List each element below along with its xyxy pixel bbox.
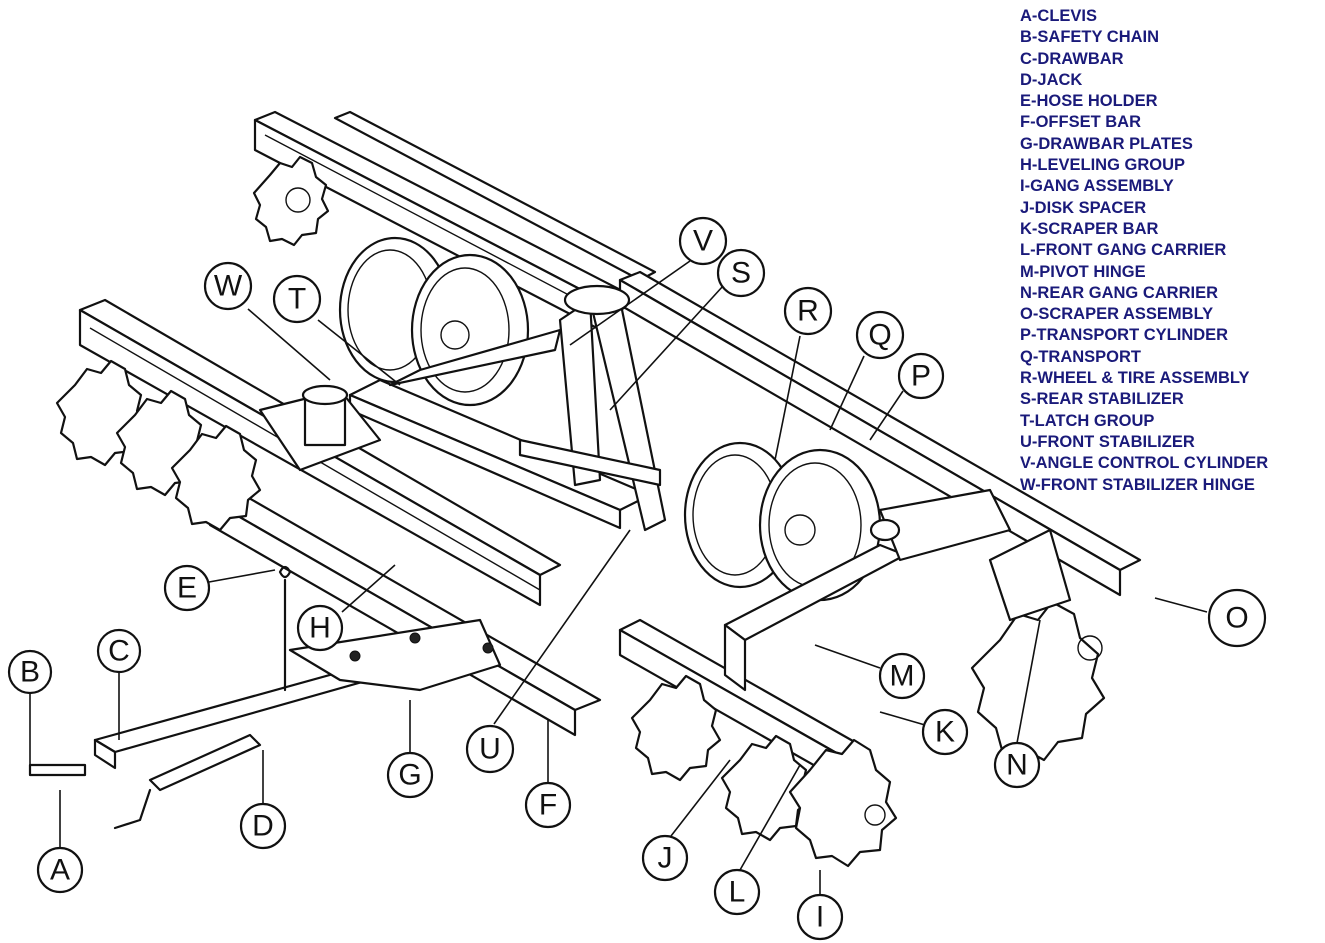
callout-S: S (716, 248, 766, 298)
legend-item: S-REAR STABILIZER (1020, 390, 1184, 409)
stabilizer-frame (348, 284, 667, 532)
svg-text:B: B (20, 656, 40, 689)
callout-D: D (239, 802, 287, 850)
svg-text:N: N (1006, 749, 1028, 782)
svg-text:P: P (911, 360, 931, 393)
svg-text:D: D (252, 810, 274, 843)
svg-text:V: V (693, 225, 713, 258)
svg-text:T: T (288, 283, 306, 316)
legend-item: N-REAR GANG CARRIER (1020, 283, 1218, 302)
callout-Q: Q (855, 310, 905, 360)
svg-text:J: J (658, 842, 673, 875)
leader-lines (29, 260, 1208, 895)
rear-gang-disks (252, 155, 330, 247)
callout-V: V (678, 216, 728, 266)
callout-A: A (36, 846, 84, 894)
svg-text:I: I (816, 901, 824, 934)
callout-G: G (386, 751, 434, 799)
latch-hinge-block (258, 384, 382, 472)
callout-C: C (96, 628, 142, 674)
callout-T: T (272, 274, 322, 324)
front-gang-disks (55, 359, 898, 868)
legend-item: G-DRAWBAR PLATES (1020, 134, 1193, 153)
legend-item: I-GANG ASSEMBLY (1020, 177, 1174, 196)
legend-item: U-FRONT STABILIZER (1020, 432, 1195, 451)
callout-M: M (878, 652, 926, 700)
legend-item: E-HOSE HOLDER (1020, 92, 1158, 111)
callout-L: L (713, 868, 761, 916)
transport-beam (723, 488, 1012, 692)
svg-text:E: E (177, 572, 197, 605)
svg-text:C: C (108, 635, 130, 668)
svg-text:F: F (539, 789, 557, 822)
svg-text:A: A (50, 854, 70, 887)
legend-item: C-DRAWBAR (1020, 49, 1124, 68)
callout-O: O (1207, 588, 1267, 648)
svg-text:H: H (309, 612, 331, 645)
legend-item: M-PIVOT HINGE (1020, 262, 1146, 281)
legend-item: T-LATCH GROUP (1020, 411, 1155, 430)
legend-item: O-SCRAPER ASSEMBLY (1020, 305, 1214, 324)
callout-U: U (465, 724, 515, 774)
legend-item: R-WHEEL & TIRE ASSEMBLY (1020, 369, 1250, 388)
legend-item: A-CLEVIS (1020, 7, 1098, 25)
svg-text:O: O (1225, 602, 1248, 635)
svg-text:W: W (214, 270, 243, 303)
legend-item: H-LEVELING GROUP (1020, 156, 1186, 175)
parts-legend: A-CLEVIS B-SAFETY CHAIN C-DRAWBAR D-JACK… (1020, 6, 1268, 496)
legend-item: Q-TRANSPORT (1020, 347, 1141, 366)
svg-text:S: S (731, 257, 751, 290)
legend-item: B-SAFETY CHAIN (1020, 28, 1160, 47)
callout-I: I (796, 893, 844, 941)
svg-text:U: U (479, 733, 501, 766)
callout-F: F (524, 781, 572, 829)
callout-W: W (203, 261, 253, 311)
callout-B: B (7, 649, 53, 695)
legend-item: F-OFFSET BAR (1020, 113, 1141, 132)
legend-item: J-DISK SPACER (1020, 198, 1147, 217)
svg-text:Q: Q (868, 319, 891, 352)
callout-H: H (296, 604, 344, 652)
rear-right-disk (970, 528, 1106, 762)
drawbar-assembly (28, 565, 502, 830)
legend-item: D-JACK (1020, 70, 1083, 89)
callout-R: R (783, 286, 833, 336)
svg-text:L: L (729, 876, 746, 909)
callout-N: N (993, 741, 1041, 789)
legend-item: K-SCRAPER BAR (1020, 219, 1159, 238)
callout-K: K (921, 708, 969, 756)
svg-text:R: R (797, 295, 819, 328)
legend-item: L-FRONT GANG CARRIER (1020, 241, 1227, 260)
callout-E: E (163, 564, 211, 612)
legend-item: W-FRONT STABILIZER HINGE (1020, 475, 1255, 494)
svg-text:K: K (935, 716, 955, 749)
callout-J: J (641, 834, 689, 882)
svg-text:G: G (398, 759, 421, 792)
callout-P: P (897, 352, 945, 400)
svg-text:M: M (890, 660, 915, 693)
legend-item: V-ANGLE CONTROL CYLINDER (1020, 454, 1269, 473)
legend-item: P-TRANSPORT CYLINDER (1020, 326, 1229, 345)
